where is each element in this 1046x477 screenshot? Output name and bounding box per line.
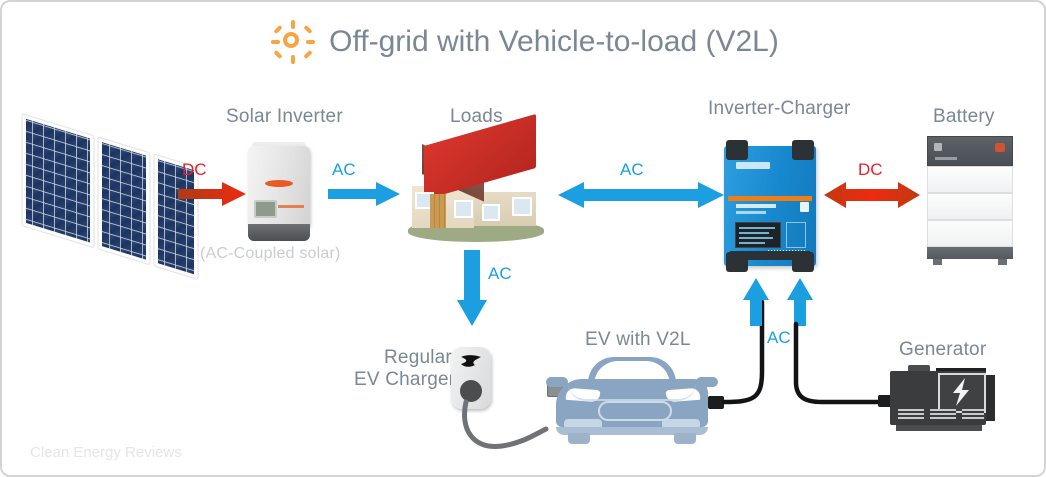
- generator-icon: [886, 365, 1002, 437]
- dc-arrow-right-icon: [178, 182, 246, 206]
- inverter-charger-button[interactable]: [800, 202, 809, 212]
- solar-inverter-label: Solar Inverter: [226, 106, 343, 127]
- flow-inverter-charger-to-battery: DC: [824, 160, 920, 210]
- ac-arrow-up-icon: [743, 278, 769, 326]
- ac-arrow-right-icon: [328, 182, 400, 206]
- generator-plug-connector: [878, 395, 893, 407]
- lightning-bolt-icon: [953, 378, 969, 406]
- ev-charger-cable: [462, 399, 549, 449]
- flow-label-dc: DC: [182, 160, 207, 179]
- electric-car-icon: [542, 357, 722, 445]
- flow-panels-to-inverter: DC: [178, 160, 248, 208]
- sun-icon: [271, 20, 316, 64]
- watermark: Clean Energy Reviews: [30, 444, 182, 461]
- ev-charger-label-line2: EV Charger: [354, 369, 456, 390]
- sun-ring: [283, 32, 300, 48]
- flow-label-ac: AC: [332, 160, 356, 179]
- ev-charger-socket: [460, 380, 482, 402]
- v2l-cable: [721, 299, 765, 405]
- solar-inverter-icon: [248, 142, 310, 243]
- solar-inverter-sublabel: (AC-Coupled solar): [200, 245, 341, 262]
- flow-inverter-to-loads: AC: [328, 160, 402, 208]
- flow-generator-to-inverter-charger: [786, 278, 814, 326]
- flow-label-ac: AC: [488, 264, 512, 283]
- flow-label-dc: DC: [858, 160, 883, 179]
- ac-arrow-up-icon: [787, 278, 813, 326]
- house-icon: [402, 113, 550, 247]
- fronius-logo-icon: [265, 180, 293, 187]
- inverter-charger-icon: [724, 140, 816, 272]
- flow-label-ac: AC: [620, 160, 644, 179]
- inverter-charger-spec-panel: [735, 222, 781, 248]
- generator-bolt-plate: [938, 373, 986, 413]
- battery-stack-icon: [927, 136, 1013, 266]
- diagram-header: Off-grid with Vehicle-to-load (V2L): [2, 20, 1044, 64]
- inverter-charger-label: Inverter-Charger: [708, 98, 851, 119]
- ev-car-label: EV with V2L: [585, 329, 691, 350]
- dc-arrow-bidirectional-icon: [824, 182, 920, 208]
- loads-label: Loads: [450, 106, 503, 127]
- generator-label: Generator: [899, 339, 987, 360]
- v2l-plug-connector: [708, 396, 724, 409]
- flow-loads-to-inverter-charger: AC: [558, 160, 724, 210]
- ac-arrow-bidirectional-icon: [558, 182, 724, 208]
- house-door: [430, 194, 446, 228]
- ev-charger-icon: [451, 347, 491, 409]
- lightning-bolt-icon: [461, 355, 481, 367]
- flow-label-ac: AC: [767, 328, 791, 347]
- ac-arrow-down-icon: [457, 250, 487, 326]
- page-title: Off-grid with Vehicle-to-load (V2L): [329, 25, 779, 58]
- inverter-display: [254, 200, 277, 218]
- solar-panel-icon: [10, 110, 230, 280]
- battery-label: Battery: [933, 106, 995, 127]
- victron-logo-icon: [736, 162, 770, 169]
- flow-loads-to-ev-charger: AC: [457, 250, 512, 328]
- flow-v2l-to-inverter-charger: [742, 278, 770, 326]
- ev-charger-label-line1: Regular: [384, 347, 452, 368]
- generator-cable: [793, 321, 899, 405]
